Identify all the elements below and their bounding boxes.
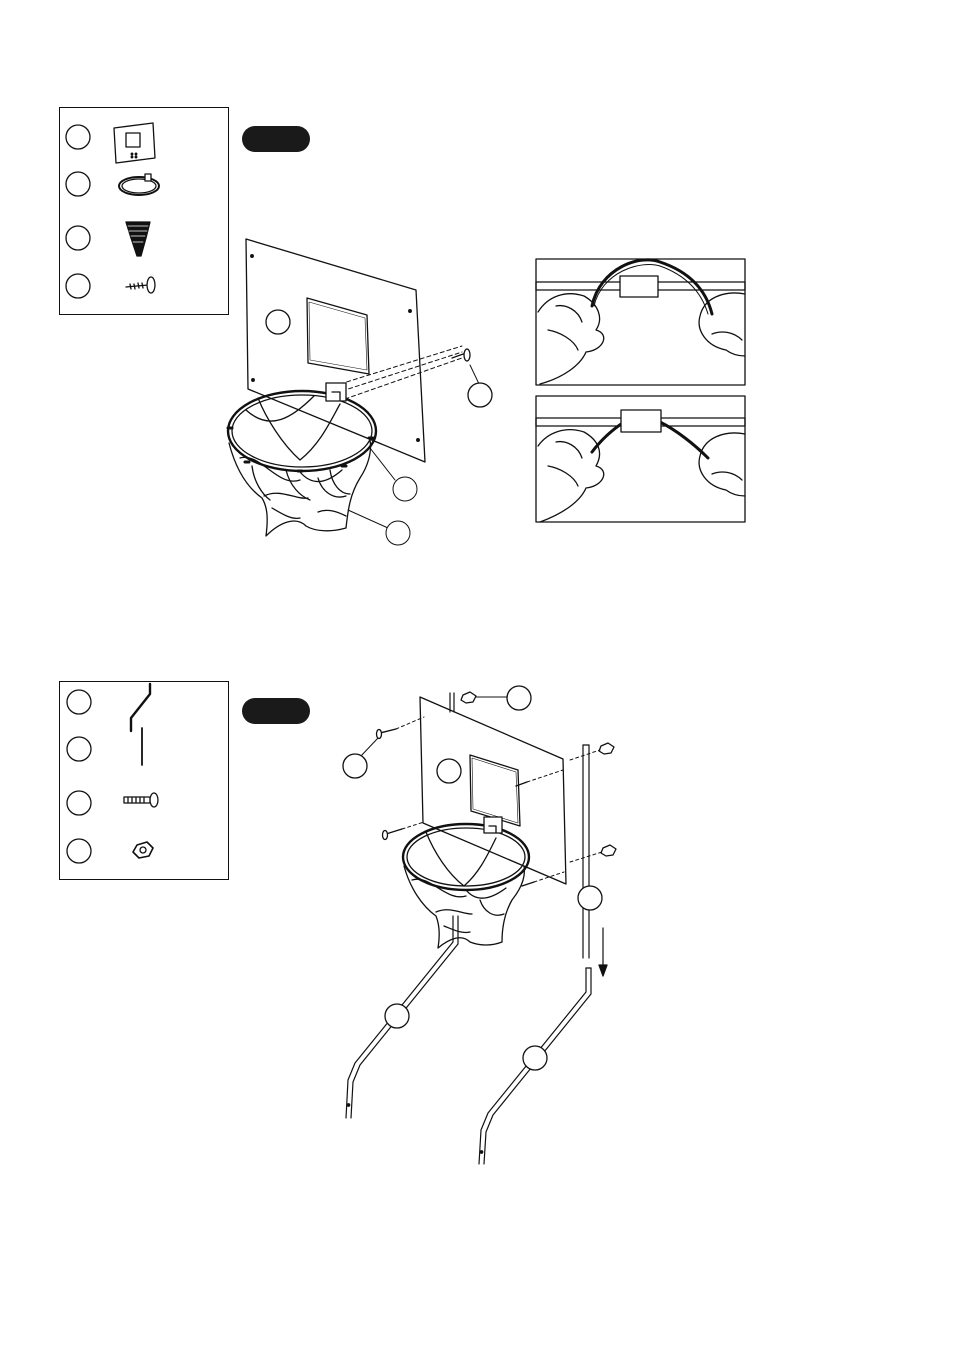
backboard-callout [437, 759, 461, 783]
rim-callout [393, 477, 417, 501]
net-callout [386, 521, 410, 545]
backboard-icon [114, 123, 155, 163]
part-callout-circle [67, 737, 91, 761]
step1-screw [452, 349, 492, 407]
step2-bent-pole-left [346, 916, 458, 1118]
step1-callouts [348, 448, 417, 545]
part-callout-circle [67, 690, 91, 714]
screw-callout [468, 383, 492, 407]
bent-pole-left-callout [385, 1004, 409, 1028]
bolt-callout [343, 754, 367, 778]
part-callout-circle [67, 791, 91, 815]
down-arrow [599, 928, 607, 976]
backboard-callout [266, 310, 290, 334]
bent-pole-icon [131, 684, 150, 731]
screw-icon [126, 277, 155, 293]
bent-pole-right-callout [523, 1046, 547, 1070]
step2-backboard [420, 697, 566, 884]
bolt-icon [124, 793, 158, 807]
detail-panel-open [536, 259, 745, 385]
step2-top-pole [450, 686, 531, 712]
part-callout-circle [66, 172, 90, 196]
step2-bent-pole-right [479, 968, 591, 1164]
step1-backboard [246, 239, 425, 462]
step1-parts-list [66, 123, 159, 298]
rim-icon [119, 174, 159, 195]
part-callout-circle [66, 274, 90, 298]
step2-nuts-right [570, 743, 616, 862]
straight-pole-callout [578, 886, 602, 910]
part-callout-circle [67, 839, 91, 863]
step2-parts-list [67, 684, 158, 863]
net-icon [126, 222, 150, 256]
part-callout-circle [66, 125, 90, 149]
step2-straight-pole [578, 745, 602, 958]
nut-callout [507, 686, 531, 710]
hex-nut-icon [133, 842, 153, 858]
detail-panel-closed [536, 396, 745, 522]
part-callout-circle [66, 226, 90, 250]
